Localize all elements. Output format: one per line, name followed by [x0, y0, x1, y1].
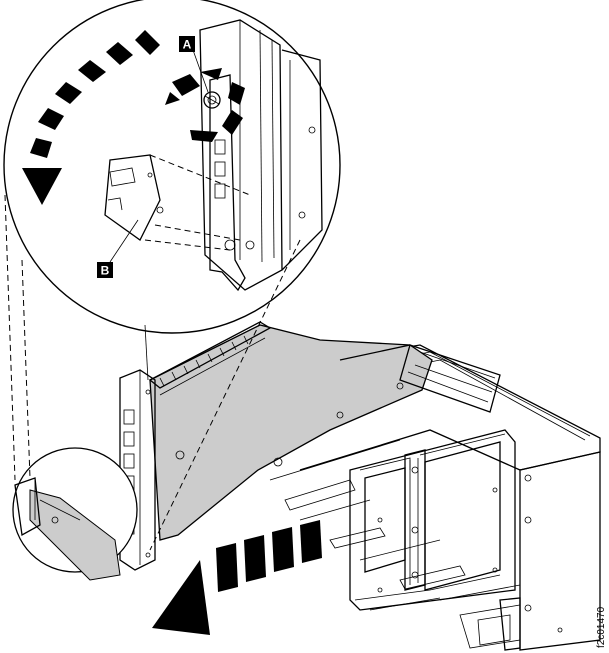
callout-a: A [179, 36, 195, 52]
fan-assembly [349, 429, 516, 611]
callout-b-leader [109, 219, 139, 263]
callout-b-label: B [101, 264, 110, 278]
callout-b: B [97, 262, 113, 278]
figure-identifier: f2c01470 [596, 606, 607, 648]
top-detail-magnifier [3, 0, 341, 334]
callout-a-label: A [183, 38, 192, 52]
rotation-arrow-large [22, 30, 160, 205]
rotation-arrow-small [165, 68, 245, 142]
callout-a-leader [192, 49, 209, 93]
guide-rail [339, 344, 501, 413]
lower-detail-magnifier [12, 447, 138, 581]
magnifier-projection-lines [4, 194, 301, 551]
riser-card [148, 321, 433, 541]
removal-direction-arrow [152, 520, 322, 635]
